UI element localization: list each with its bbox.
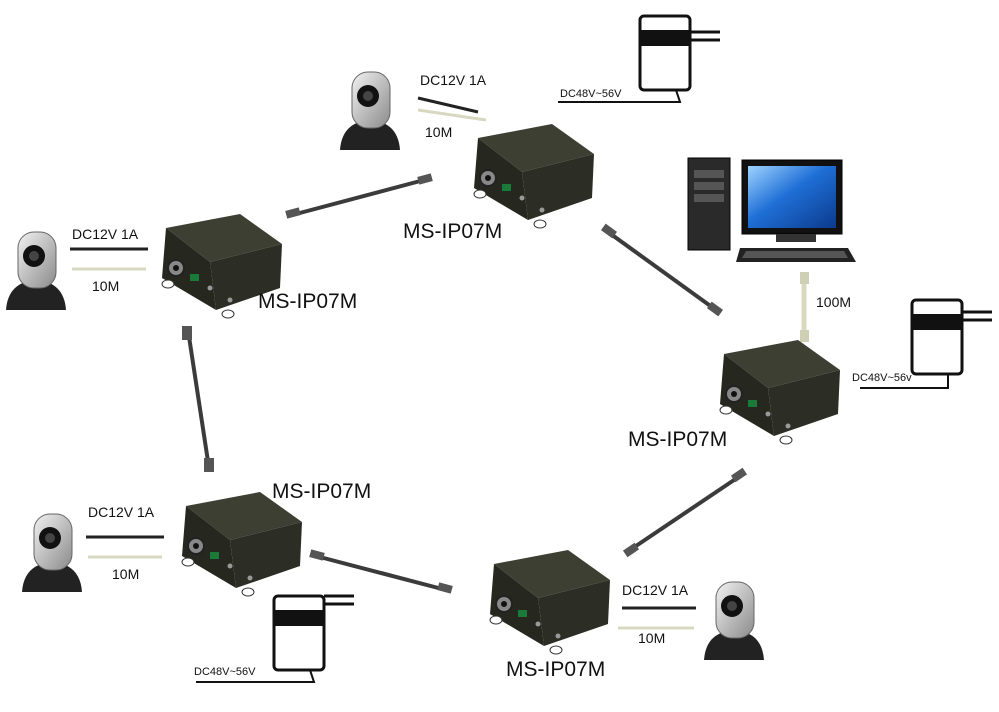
- power-label-left: DC12V 1A: [72, 226, 139, 242]
- extender-right: [719, 340, 840, 445]
- model-label-bottom-left: MS-IP07M: [272, 480, 372, 503]
- model-label-top: MS-IP07M: [403, 220, 503, 243]
- adapter-voltage-label-bottom: DC48V~56V: [194, 666, 256, 678]
- camera-cables-top: [417, 96, 487, 122]
- extender-bottom-left: [181, 492, 302, 597]
- cable-left-to-bottomleft: [182, 326, 214, 472]
- extender-top: [473, 124, 594, 229]
- cable-length-label-right: 100M: [816, 294, 852, 310]
- cable-length-label-left: 10M: [92, 278, 120, 294]
- model-label-right: MS-IP07M: [628, 428, 728, 451]
- adapter-voltage-label-right: DC48V~56v: [852, 372, 912, 384]
- power-label-bottom: DC12V 1A: [622, 582, 689, 598]
- model-label-bottom: MS-IP07M: [506, 658, 606, 681]
- camera-cables-bottom: [618, 606, 696, 630]
- cable-length-label-bottom: 10M: [638, 630, 666, 646]
- power-label-top: DC12V 1A: [420, 72, 487, 88]
- adapter-voltage-label-top: DC48V~56V: [560, 88, 622, 100]
- camera-icon: [22, 513, 82, 592]
- cable-pc-to-right: [800, 272, 809, 342]
- extender-left: [161, 214, 282, 319]
- cable-bottomleft-to-bottom: [309, 549, 453, 594]
- cable-length-label-bottom-left: 10M: [112, 566, 140, 582]
- power-label-bottom-left: DC12V 1A: [88, 504, 155, 520]
- camera-icon: [6, 231, 66, 310]
- power-adapter-icon: [860, 298, 992, 389]
- camera-icon: [340, 71, 400, 150]
- power-adapter-icon: [558, 14, 720, 103]
- extender-bottom: [489, 550, 610, 655]
- cable-length-label-top: 10M: [425, 124, 453, 140]
- power-adapter-icon: [196, 594, 354, 683]
- camera-icon: [704, 581, 764, 660]
- desktop-computer-icon: [687, 157, 856, 262]
- cable-top-to-left: [285, 173, 433, 219]
- model-label-left: MS-IP07M: [258, 290, 358, 313]
- camera-cables-left: [70, 247, 148, 271]
- camera-cables-bottom-left: [86, 535, 164, 559]
- cable-bottom-to-right: [622, 467, 748, 558]
- cable-top-to-right: [600, 223, 724, 317]
